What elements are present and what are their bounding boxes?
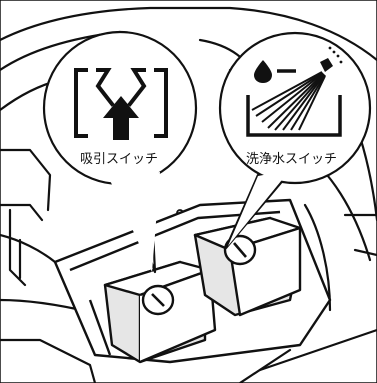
wash-switch-label: 洗浄水スイッチ (246, 148, 337, 167)
suction-switch-label: 吸引スイッチ (80, 148, 158, 167)
